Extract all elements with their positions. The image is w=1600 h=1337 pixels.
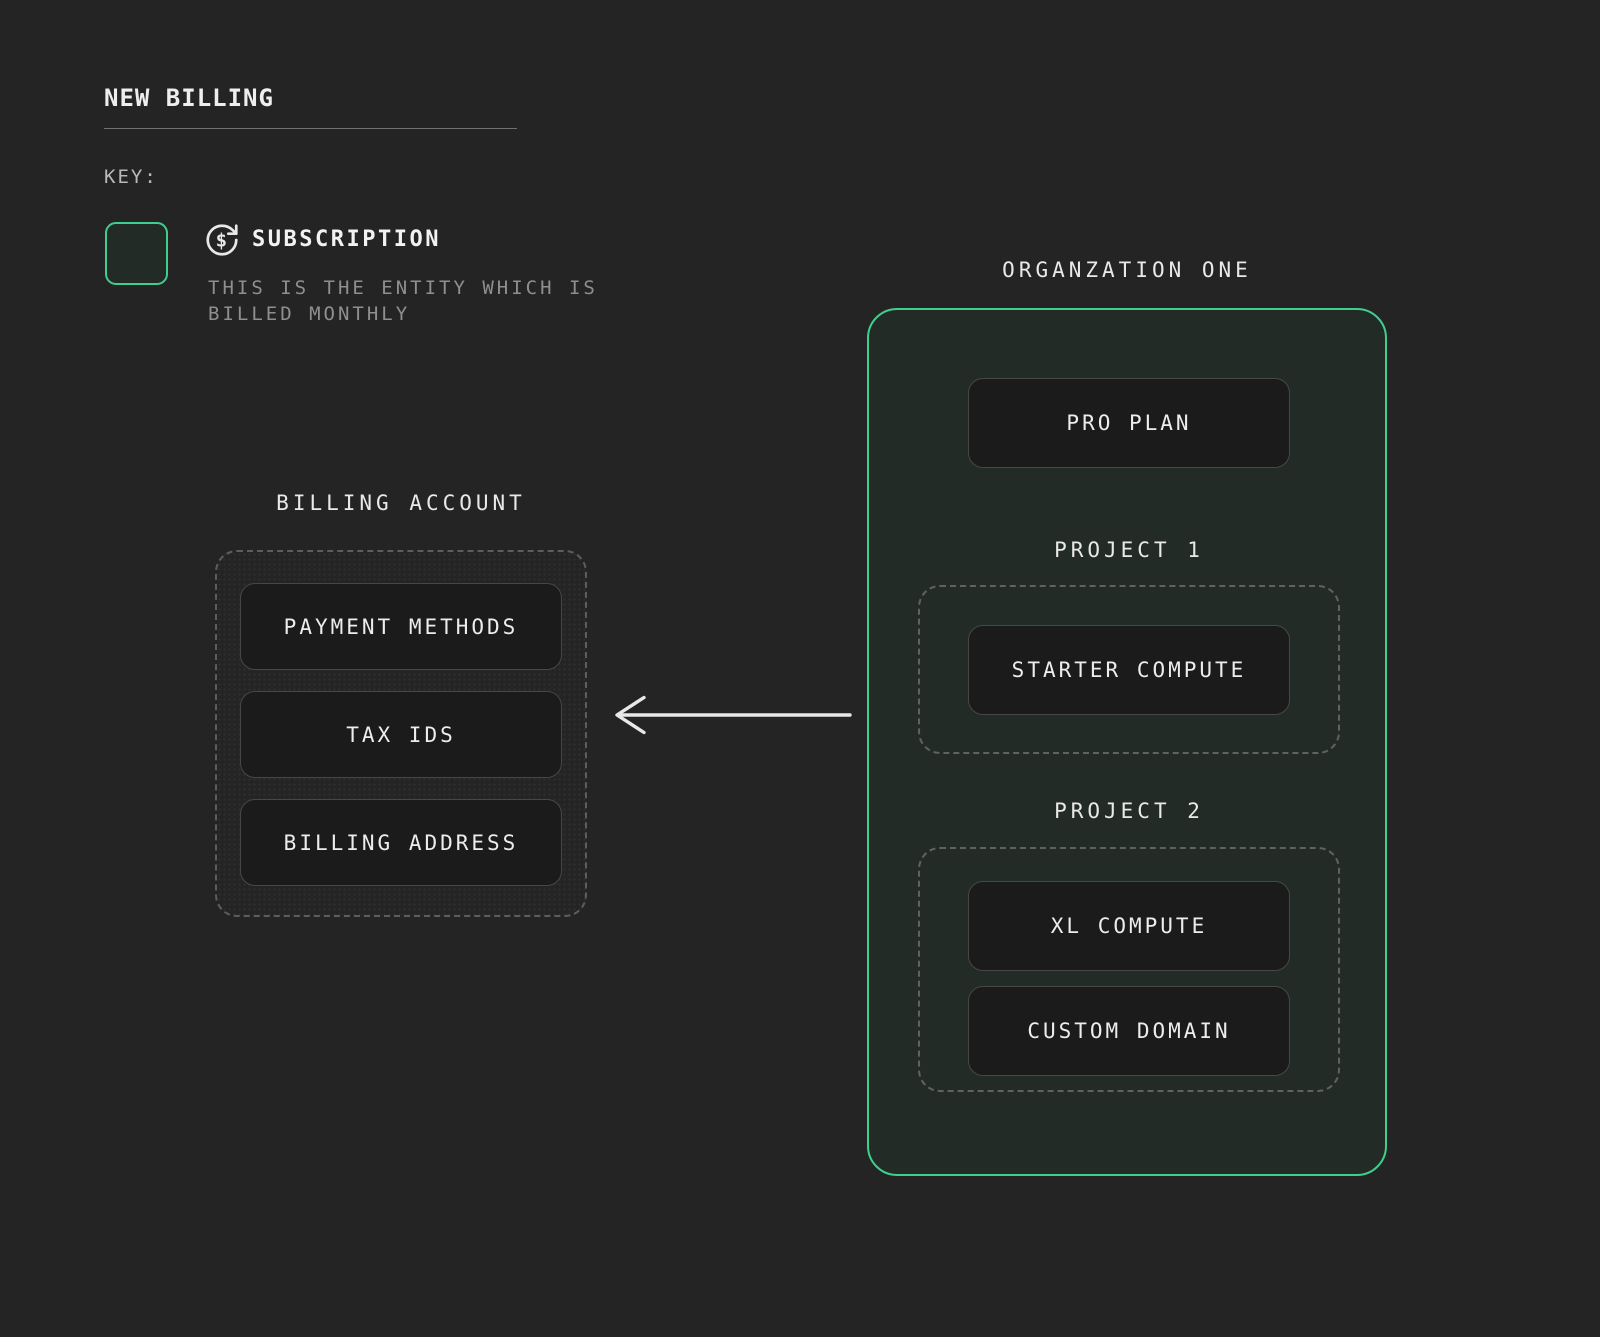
billing-account-title: BILLING ACCOUNT: [276, 491, 526, 515]
page-title: NEW BILLING: [104, 84, 274, 112]
legend-term: SUBSCRIPTION: [252, 227, 441, 252]
subscription-key-swatch: [105, 222, 168, 285]
project-1-title: PROJECT 1: [1054, 538, 1204, 562]
title-underline: [104, 128, 517, 129]
node-custom-domain: CUSTOM DOMAIN: [968, 986, 1290, 1076]
left-arrow: [606, 694, 858, 736]
project-1-box: STARTER COMPUTE: [918, 585, 1340, 754]
recurring-dollar-icon: $: [203, 221, 241, 259]
node-starter-compute: STARTER COMPUTE: [968, 624, 1290, 715]
organization-title: ORGANZATION ONE: [1002, 258, 1252, 282]
node-tax-ids: TAX IDS: [240, 691, 562, 778]
organization-box: PRO PLAN PROJECT 1 STARTER COMPUTE PROJE…: [867, 308, 1387, 1176]
project-2-title: PROJECT 2: [1054, 799, 1204, 823]
svg-text:$: $: [216, 229, 227, 251]
node-pro-plan: PRO PLAN: [968, 378, 1290, 468]
key-label: KEY:: [104, 166, 158, 188]
billing-account-box: PAYMENT METHODS TAX IDS BILLING ADDRESS: [215, 550, 587, 917]
node-billing-address: BILLING ADDRESS: [240, 799, 562, 886]
node-xl-compute: XL COMPUTE: [968, 881, 1290, 971]
node-payment-methods: PAYMENT METHODS: [240, 583, 562, 670]
project-2-box: XL COMPUTE CUSTOM DOMAIN: [918, 847, 1340, 1092]
legend-description: THIS IS THE ENTITY WHICH IS BILLED MONTH…: [208, 277, 598, 325]
